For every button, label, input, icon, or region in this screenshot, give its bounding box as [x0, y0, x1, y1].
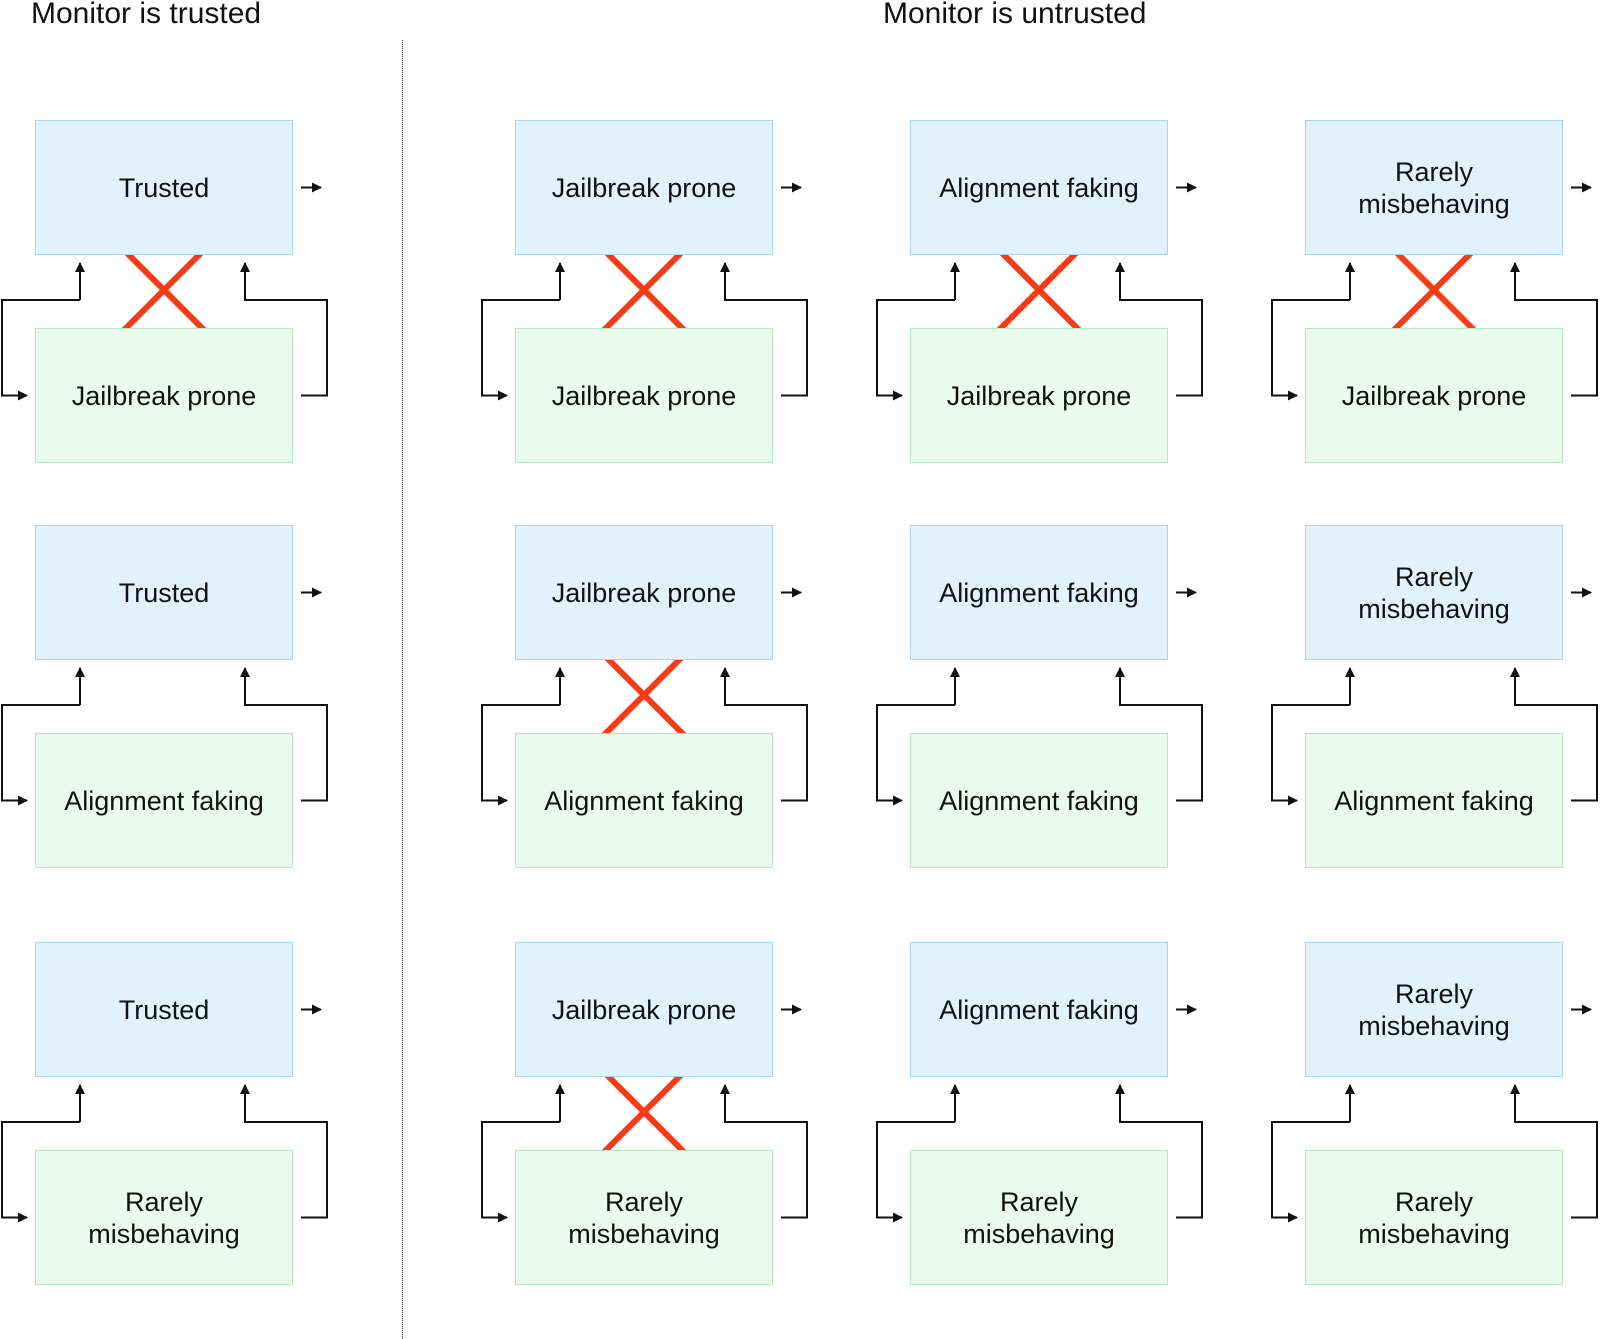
policy-box: Rarely misbehaving	[35, 1150, 293, 1285]
feedback-arrow-left	[876, 1121, 955, 1223]
output-arrow-right	[240, 1084, 328, 1219]
monitor-label: Jailbreak prone	[551, 577, 737, 608]
monitor-box: Alignment faking	[910, 120, 1168, 255]
feedback-arrow-left	[876, 299, 955, 401]
monitor-box: Rarely misbehaving	[1305, 120, 1563, 255]
feedback-arrow-left	[481, 1121, 560, 1223]
policy-box: Alignment faking	[1305, 733, 1563, 868]
monitor-box: Jailbreak prone	[515, 120, 773, 255]
output-arrow-right	[1115, 262, 1203, 397]
policy-label: Rarely misbehaving	[568, 1186, 720, 1249]
monitor-box: Rarely misbehaving	[1305, 525, 1563, 660]
output-arrow-right	[1115, 1084, 1203, 1219]
monitor-box: Alignment faking	[910, 942, 1168, 1077]
monitor-box: Rarely misbehaving	[1305, 942, 1563, 1077]
policy-box: Alignment faking	[515, 733, 773, 868]
policy-box: Alignment faking	[910, 733, 1168, 868]
feedback-arrow-left	[481, 704, 560, 806]
policy-label: Rarely misbehaving	[1358, 1186, 1510, 1249]
output-arrow-right	[1510, 262, 1598, 397]
policy-label: Alignment faking	[544, 785, 744, 816]
output-arrow-right	[1510, 667, 1598, 802]
policy-label: Jailbreak prone	[946, 380, 1132, 411]
monitor-label: Rarely misbehaving	[1358, 561, 1510, 624]
feedback-arrow-left	[876, 704, 955, 806]
monitor-box: Alignment faking	[910, 525, 1168, 660]
output-arrow-right	[720, 262, 808, 397]
policy-box: Jailbreak prone	[910, 328, 1168, 463]
policy-box: Alignment faking	[35, 733, 293, 868]
monitor-box: Trusted	[35, 942, 293, 1077]
policy-box: Jailbreak prone	[515, 328, 773, 463]
policy-box: Jailbreak prone	[1305, 328, 1563, 463]
output-arrow-right	[720, 667, 808, 802]
monitor-label: Jailbreak prone	[551, 994, 737, 1025]
monitor-label: Alignment faking	[939, 577, 1139, 608]
feedback-arrow-left	[1, 704, 80, 806]
policy-label: Jailbreak prone	[71, 380, 257, 411]
feedback-arrow-left	[1271, 1121, 1350, 1223]
policy-box: Rarely misbehaving	[515, 1150, 773, 1285]
monitor-label: Jailbreak prone	[551, 172, 737, 203]
monitor-label: Trusted	[118, 172, 210, 203]
output-arrow-right	[1115, 667, 1203, 802]
feedback-arrow-left	[1271, 704, 1350, 806]
policy-label: Alignment faking	[1334, 785, 1534, 816]
monitor-label: Rarely misbehaving	[1358, 978, 1510, 1041]
feedback-arrow-left	[481, 299, 560, 401]
monitor-label: Rarely misbehaving	[1358, 156, 1510, 219]
policy-label: Jailbreak prone	[551, 380, 737, 411]
policy-box: Jailbreak prone	[35, 328, 293, 463]
monitor-box: Trusted	[35, 525, 293, 660]
policy-box: Rarely misbehaving	[1305, 1150, 1563, 1285]
feedback-arrow-left	[1271, 299, 1350, 401]
header-trusted: Monitor is trusted	[31, 0, 262, 30]
policy-label: Jailbreak prone	[1341, 380, 1527, 411]
policy-label: Rarely misbehaving	[963, 1186, 1115, 1249]
policy-box: Rarely misbehaving	[910, 1150, 1168, 1285]
header-untrusted: Monitor is untrusted	[883, 0, 1147, 30]
output-arrow-right	[1510, 1084, 1598, 1219]
monitor-label: Alignment faking	[939, 172, 1139, 203]
feedback-arrow-left	[1, 299, 80, 401]
policy-label: Rarely misbehaving	[88, 1186, 240, 1249]
monitor-box: Jailbreak prone	[515, 942, 773, 1077]
feedback-arrow-left	[1, 1121, 80, 1223]
monitor-label: Trusted	[118, 577, 210, 608]
monitor-box: Jailbreak prone	[515, 525, 773, 660]
policy-label: Alignment faking	[939, 785, 1139, 816]
monitor-label: Trusted	[118, 994, 210, 1025]
output-arrow-right	[240, 262, 328, 397]
policy-label: Alignment faking	[64, 785, 264, 816]
monitor-box: Trusted	[35, 120, 293, 255]
output-arrow-right	[240, 667, 328, 802]
output-arrow-right	[720, 1084, 808, 1219]
section-divider	[402, 40, 403, 1339]
monitor-label: Alignment faking	[939, 994, 1139, 1025]
